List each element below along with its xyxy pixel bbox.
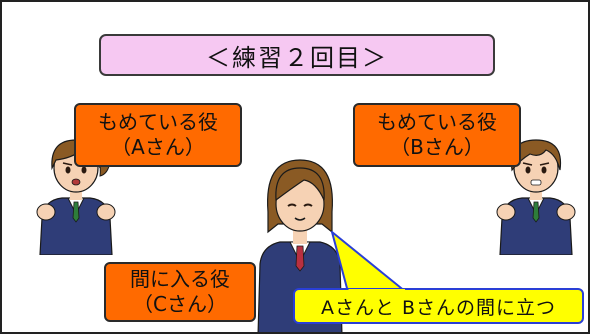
student-b-illustration <box>496 139 576 255</box>
role-a-line1: もめている役 <box>98 110 218 134</box>
slide-title: ＜練習２回目＞ <box>99 34 495 76</box>
role-b-line1: もめている役 <box>377 110 497 134</box>
role-label-a: もめている役 （Aさん） <box>74 103 242 167</box>
role-c-line2: （Cさん） <box>133 292 227 316</box>
speech-bubble: Aさんと Bさんの間に立つ <box>293 288 584 324</box>
role-a-line2: （Aさん） <box>111 135 205 159</box>
role-label-b: もめている役 （Bさん） <box>353 103 521 167</box>
role-c-line1: 間に入る役 <box>130 267 230 291</box>
role-label-c: 間に入る役 （Cさん） <box>104 262 256 322</box>
role-b-line2: （Bさん） <box>390 135 484 159</box>
